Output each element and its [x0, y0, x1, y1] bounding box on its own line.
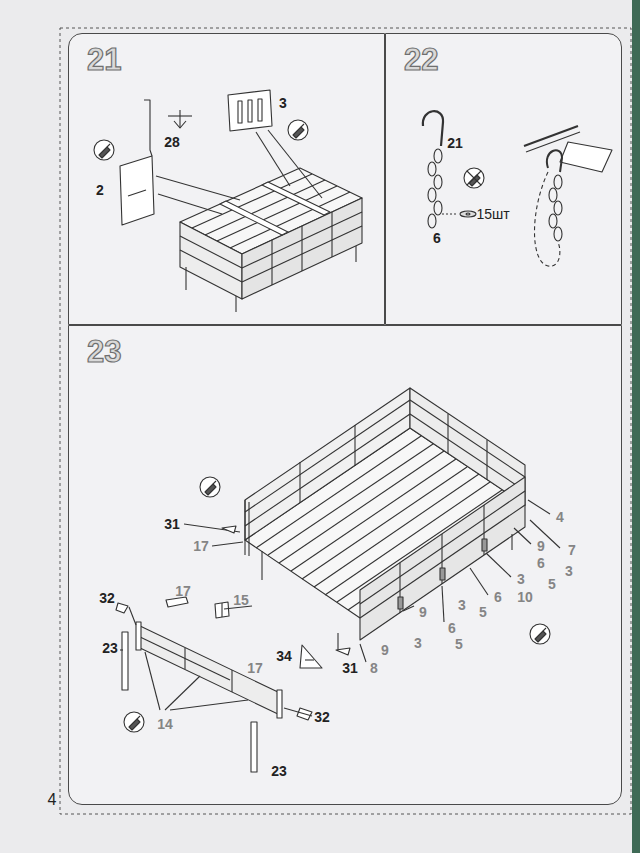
callout-number: 3	[458, 598, 466, 612]
callout-number: 15	[233, 593, 249, 607]
callout-number: 14	[157, 717, 173, 731]
step-panel: 22	[385, 33, 622, 325]
callout-number: 34	[276, 649, 292, 663]
callout-number: 6	[433, 231, 441, 245]
callout-number: 9	[381, 643, 389, 657]
callout-number: 17	[193, 539, 209, 553]
callout-number: 5	[455, 637, 463, 651]
callout-number: 6	[494, 590, 502, 604]
callout-number: 5	[548, 577, 556, 591]
callout-number: 3	[414, 636, 422, 650]
callout-number: 31	[342, 661, 358, 675]
callout-number: 4	[556, 510, 564, 524]
callout-number: 31	[164, 517, 180, 531]
step-panel: 21	[68, 33, 385, 325]
callout-number: 21	[447, 136, 463, 150]
callout-number: 17	[247, 661, 263, 675]
step-number: 23	[87, 336, 121, 367]
callout-number: 6	[448, 621, 456, 635]
callout-number: 9	[537, 539, 545, 553]
callout-number: 23	[271, 764, 287, 778]
callout-number: 7	[568, 543, 576, 557]
callout-number: 3	[517, 572, 525, 586]
callout-number: 10	[517, 590, 533, 604]
callout-number: 28	[164, 135, 180, 149]
callout-number: 15шт	[476, 207, 509, 221]
callout-number: 32	[314, 710, 330, 724]
step-number: 21	[87, 44, 121, 75]
callout-number: 17	[175, 584, 191, 598]
callout-number: 3	[279, 96, 287, 110]
callout-number: 9	[419, 605, 427, 619]
callout-number: 2	[96, 183, 104, 197]
callout-number: 23	[102, 641, 118, 655]
callout-number: 32	[99, 591, 115, 605]
callout-number: 8	[370, 661, 378, 675]
callout-number: 6	[537, 556, 545, 570]
callout-number: 3	[565, 564, 573, 578]
callout-number: 5	[479, 605, 487, 619]
page-number: 4	[48, 792, 57, 808]
step-number: 22	[404, 44, 438, 75]
